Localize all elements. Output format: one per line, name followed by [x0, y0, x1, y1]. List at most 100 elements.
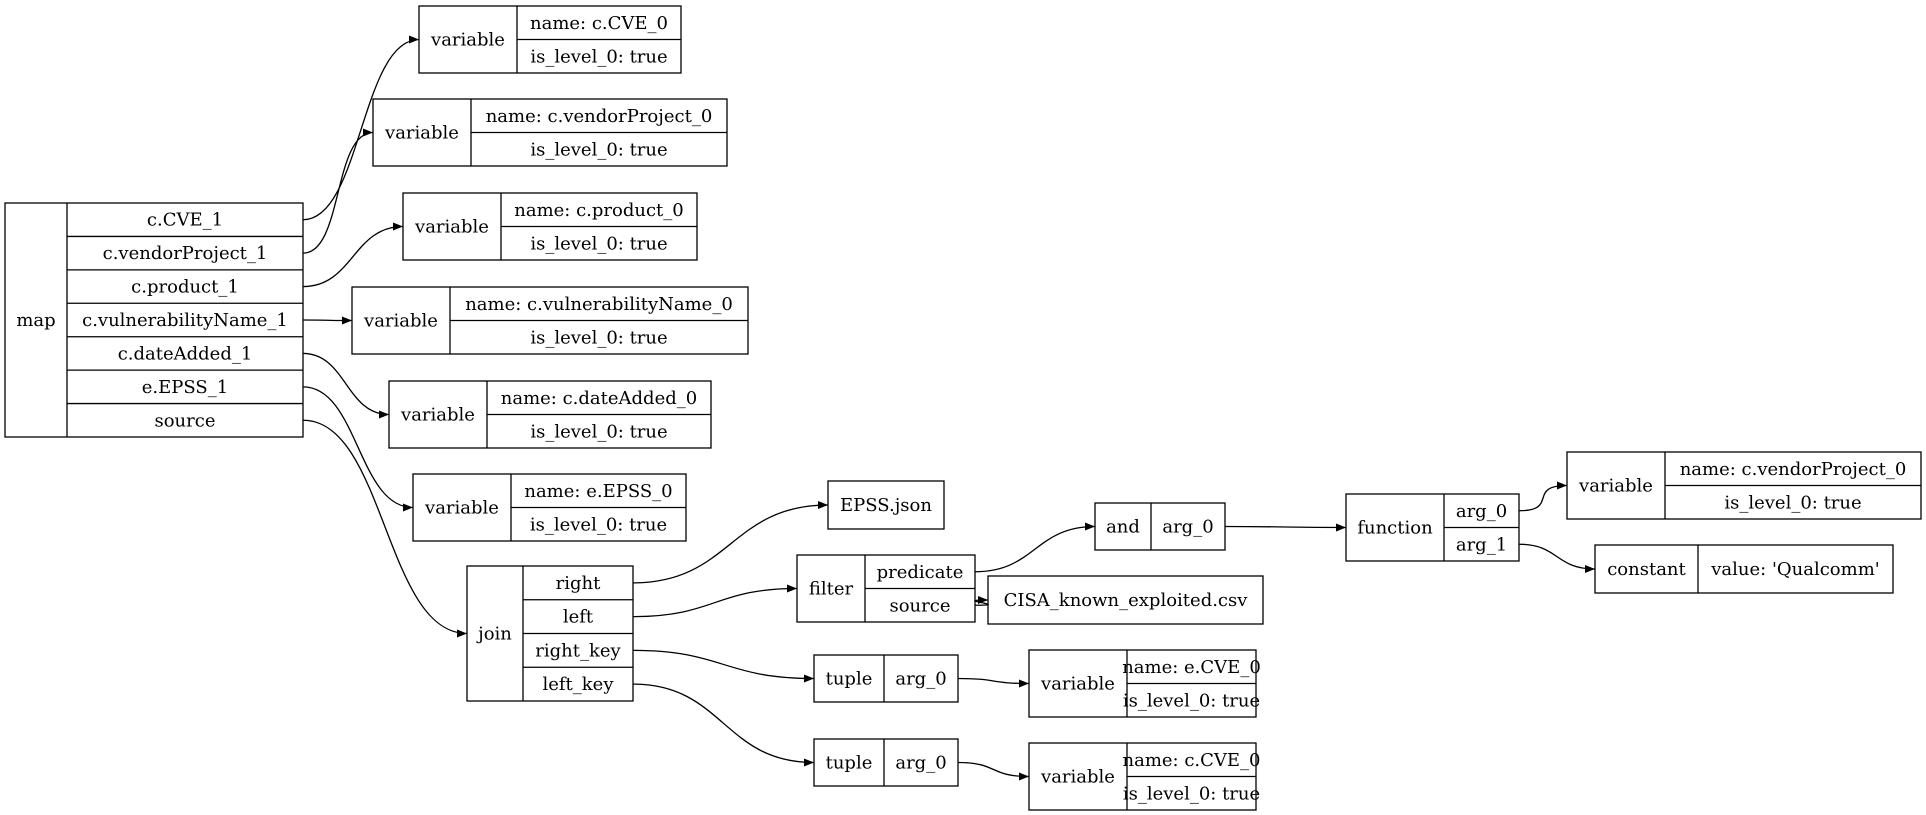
node-frame — [813, 738, 959, 787]
node-field-label: arg_0 — [1456, 501, 1507, 522]
node-head-label: variable — [414, 217, 489, 238]
node-field-label: right_key — [535, 640, 621, 661]
edge-function-to-var-vendor0-b — [1518, 481, 1568, 512]
node-field-label: arg_0 — [1162, 517, 1213, 538]
var-vulnname0-node: variable name: c.vulnerabilityName_0 is_le… — [351, 286, 749, 355]
edge-function-to-constant — [1518, 543, 1596, 573]
node-head-label: variable — [1040, 767, 1115, 788]
edge-map-to-var-vendor0 — [302, 128, 374, 254]
map-node: map c.CVE_1 c.vendorProject_1 c.product_1 c.… — [4, 202, 304, 438]
node-field-label: name: c.CVE_0 — [1123, 750, 1261, 771]
node-field-label: c.vulnerabilityName_1 — [82, 310, 288, 331]
node-field-label: is_level_0: true — [530, 327, 667, 348]
node-head-label: join — [476, 624, 512, 645]
epss-json-node: EPSS.json — [827, 480, 945, 530]
edge-join-to-filter — [632, 584, 798, 618]
cisa-csv-node: CISA_known_exploited.csv — [987, 575, 1264, 625]
node-field-label: name: e.CVE_0 — [1122, 657, 1261, 678]
node-head-label: variable — [1578, 476, 1653, 497]
node-field-label: left — [563, 607, 594, 628]
edge-map-to-var-epss0 — [302, 386, 414, 512]
node-field-label: e.EPSS_1 — [142, 377, 228, 398]
tuple-1-node: tuple arg_0 — [813, 654, 959, 703]
var-dateadded0-node: variable name: c.dateAdded_0 is_level_0: t… — [388, 380, 712, 449]
node-frame — [4, 202, 304, 438]
node-field-label: source — [889, 595, 950, 616]
edge-filter-to-and — [974, 522, 1096, 573]
node-head-label: function — [1357, 518, 1433, 539]
node-label: EPSS.json — [840, 495, 932, 516]
node-head-label: filter — [809, 579, 854, 600]
node-head-label: variable — [400, 405, 475, 426]
function-node: function arg_0 arg_1 — [1345, 493, 1520, 562]
node-head-label: variable — [1040, 674, 1115, 695]
and-node: and arg_0 — [1094, 502, 1226, 551]
var-epss0-node: variable name: e.EPSS_0 is_level_0: true — [412, 473, 687, 542]
constant-node: constant value: 'Qualcomm' — [1594, 544, 1894, 594]
node-box — [987, 575, 1264, 625]
node-field-label: arg_0 — [895, 753, 946, 774]
node-field-label: is_level_0: true — [1123, 690, 1260, 711]
edge-filter-to-cisa-csv — [974, 596, 989, 606]
node-field-label: right — [556, 573, 601, 594]
node-head-label: tuple — [826, 753, 873, 774]
node-field-label: c.product_1 — [131, 277, 239, 298]
filter-node: filter predicate source — [796, 554, 976, 623]
node-frame — [1094, 502, 1226, 551]
node-box — [827, 480, 945, 530]
edge-tuple-2-to-var-ccve0-b — [957, 761, 1030, 781]
var-ecve0-node: variable name: e.CVE_0 is_level_0: true — [1028, 649, 1261, 718]
node-field-label: name: c.vulnerabilityName_0 — [465, 294, 733, 315]
node-head-label: constant — [1607, 559, 1686, 580]
node-head-label: variable — [384, 123, 459, 144]
node-field-label: name: e.EPSS_0 — [524, 481, 672, 502]
node-field-label: name: c.product_0 — [514, 200, 683, 221]
node-field-label: is_level_0: true — [1724, 492, 1861, 513]
var-product0-node: variable name: c.product_0 is_level_0: tru… — [402, 192, 698, 261]
node-field-label: is_level_0: true — [530, 514, 667, 535]
node-head-label: and — [1106, 517, 1140, 538]
node-head-label: variable — [424, 498, 499, 519]
node-field-label: arg_1 — [1456, 534, 1507, 555]
node-field-label: is_level_0: true — [1123, 783, 1260, 804]
join-node: join right left right_key left_key — [466, 565, 634, 702]
node-field-label: c.vendorProject_1 — [103, 243, 268, 264]
node-field-label: name: c.vendorProject_0 — [486, 106, 713, 127]
var-cve0-node: variable name: c.CVE_0 is_level_0: true — [418, 5, 682, 74]
node-field-label: source — [154, 410, 215, 431]
node-field-label: is_level_0: true — [530, 421, 667, 442]
node-field-label: arg_0 — [895, 669, 946, 690]
node-field-label: name: c.CVE_0 — [530, 13, 668, 34]
node-field-label: c.CVE_1 — [147, 210, 223, 231]
edge-join-to-tuple-1 — [632, 649, 815, 683]
var-vendor0-node: variable name: c.vendorProject_0 is_level_… — [372, 98, 728, 167]
node-head-label: variable — [430, 30, 505, 51]
node-field-label: name: c.dateAdded_0 — [501, 388, 697, 409]
edge-join-to-tuple-2 — [632, 683, 815, 767]
node-label: CISA_known_exploited.csv — [1004, 590, 1249, 611]
node-head-label: tuple — [826, 669, 873, 690]
node-frame — [813, 654, 959, 703]
node-field-label: is_level_0: true — [530, 233, 667, 254]
var-ccve0-b-node: variable name: c.CVE_0 is_level_0: true — [1028, 742, 1261, 811]
var-vendor0-b-node: variable name: c.vendorProject_0 is_level_… — [1566, 451, 1922, 520]
node-field-label: left_key — [542, 674, 614, 695]
edge-map-to-var-cve0 — [302, 35, 420, 221]
edge-map-to-var-vulnname0 — [302, 316, 353, 325]
node-frame — [1594, 544, 1894, 594]
edge-join-to-epss-json — [632, 501, 829, 584]
node-field-label: is_level_0: true — [530, 139, 667, 160]
edge-map-to-join — [302, 419, 468, 638]
node-field-label: value: 'Qualcomm' — [1710, 559, 1879, 580]
node-field-label: c.dateAdded_1 — [118, 343, 253, 364]
node-field-label: is_level_0: true — [530, 46, 667, 67]
edge-and-to-function — [1224, 523, 1347, 532]
node-field-label: predicate — [877, 562, 964, 583]
edge-map-to-var-product0 — [302, 222, 404, 288]
node-head-label: map — [16, 310, 55, 331]
node-field-label: name: c.vendorProject_0 — [1680, 459, 1907, 480]
edge-tuple-1-to-var-ecve0 — [957, 677, 1030, 688]
node-head-label: variable — [363, 311, 438, 332]
